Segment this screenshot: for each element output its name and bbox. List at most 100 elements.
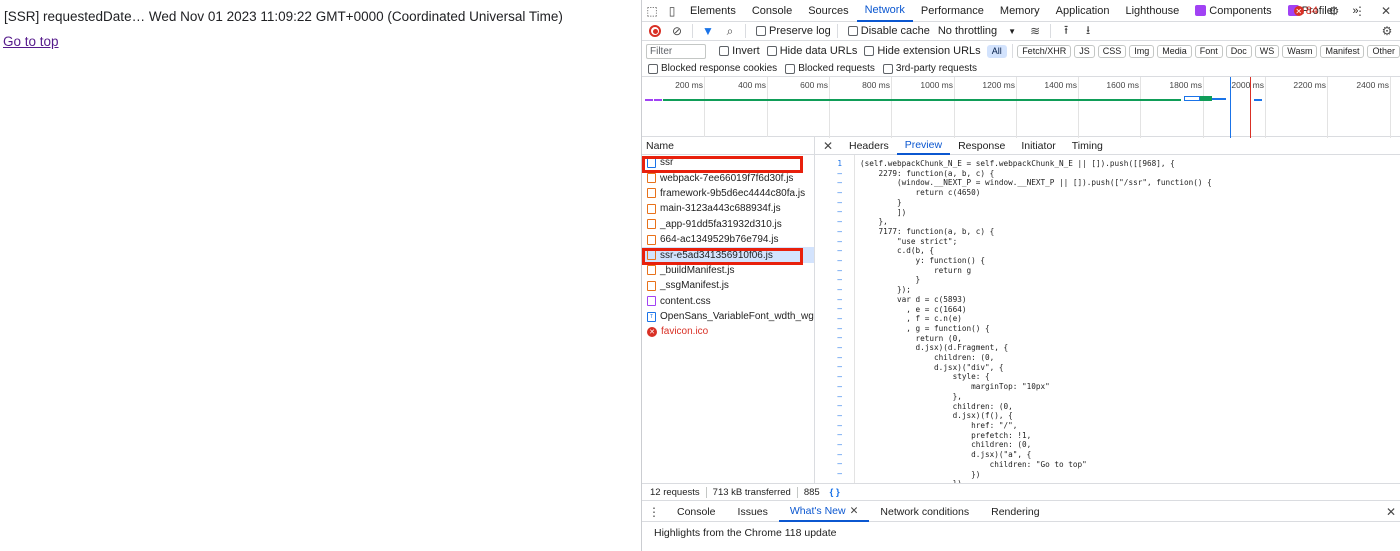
type-filter-css[interactable]: CSS [1097,44,1127,58]
type-filter-js[interactable]: JS [1074,44,1095,58]
line-number: – [837,197,842,207]
code-line: children: (0, [860,440,1032,450]
tab-elements[interactable]: Elements [690,4,736,17]
tab-profiler[interactable]: Profiler [1280,0,1345,22]
blocked-filters-row: Blocked response cookies Blocked request… [642,61,1400,76]
blocked-requests-checkbox[interactable]: Blocked requests [785,63,875,74]
filter-funnel-icon[interactable]: ▼ [702,24,714,38]
type-filter-doc[interactable]: Doc [1225,44,1252,58]
blocked-cookies-checkbox[interactable]: Blocked response cookies [648,63,777,74]
tab-preview[interactable]: Preview [896,137,951,155]
close-tab-icon[interactable]: ✕ [849,504,859,517]
react-components-icon [1195,5,1207,16]
type-filter-fetch-xhr[interactable]: Fetch/XHR [1017,44,1072,58]
code-line: d.jsx)("a", { [860,450,1032,460]
go-to-top-link[interactable]: Go to top [3,34,59,49]
tick-label: 1800 ms [1169,80,1202,90]
request-row[interactable]: ✕favicon.ico [642,324,814,339]
type-filter-manifest[interactable]: Manifest [1320,44,1365,58]
code-line: href: "/", [860,420,1018,430]
tick-label: 600 ms [800,80,828,90]
tab-components-label: Components [1209,4,1272,17]
close-devtools-icon[interactable]: ✕ [1380,4,1392,18]
drawer-tab-rendering[interactable]: Rendering [991,505,1040,518]
request-name: content.css [660,295,711,307]
disable-cache-checkbox[interactable]: Disable cache [847,25,930,37]
network-settings-gear-icon[interactable]: ⚙ [1381,24,1393,38]
pretty-print-icon[interactable]: { } [829,486,840,498]
close-detail-icon[interactable]: ✕ [822,138,834,153]
preserve-log-checkbox[interactable]: Preserve log [756,25,831,37]
error-icon: ✕ [647,326,657,337]
line-number: – [837,343,842,353]
type-filter-ws[interactable]: WS [1254,44,1280,58]
type-filter-img[interactable]: Img [1129,44,1155,58]
tab-lighthouse[interactable]: Lighthouse [1125,4,1180,17]
more-tabs-button[interactable]: » [1352,4,1359,17]
request-row[interactable]: _app-91dd5fa31932d310.js [642,217,814,232]
request-row[interactable]: webpack-7ee66019f7f6d30f.js [642,170,814,185]
tab-console[interactable]: Console [751,4,793,17]
tab-memory[interactable]: Memory [999,4,1040,17]
drawer-tab-whats-new[interactable]: What's New✕ [778,502,870,522]
kebab-menu-icon[interactable]: ⋮ [1354,4,1366,18]
tab-headers[interactable]: Headers [849,139,889,152]
code-line: }); [860,285,911,295]
filter-input[interactable]: Filter [646,43,707,59]
drawer-tab-issues[interactable]: Issues [737,505,768,518]
error-counter[interactable]: ✕ 84 [1293,5,1318,17]
record-icon[interactable] [646,22,664,40]
tick-label: 400 ms [738,80,766,90]
settings-gear-icon[interactable]: ⚙ [1328,4,1340,18]
type-filter-all[interactable]: All [986,44,1007,58]
line-number: – [837,255,842,265]
close-drawer-icon[interactable]: ✕ [1385,504,1396,519]
code-line: }, [860,391,962,401]
code-line: , f = c.n(e) [860,314,962,324]
inspect-element-icon[interactable]: ⬚ [646,3,658,18]
tab-response[interactable]: Response [958,139,1006,152]
tab-components[interactable]: Components [1187,0,1279,22]
tick-label: 1200 ms [982,80,1015,90]
clear-icon[interactable]: ⊘ [671,24,683,38]
type-filter-other[interactable]: Other [1367,44,1400,58]
page-content: [SSR] requestedDate… Wed Nov 01 2023 11:… [0,0,641,551]
name-column-header[interactable]: Name [642,137,814,155]
tick-label: 2200 ms [1293,80,1326,90]
export-har-icon[interactable]: ⭳ [1085,22,1091,37]
request-row[interactable]: framework-9b5d6ec4444c80fa.js [642,186,814,201]
drawer-menu-icon[interactable]: ⋮ [648,504,660,519]
device-toolbar-icon[interactable]: ▯ [668,3,676,18]
tab-network[interactable]: Network [856,0,913,22]
network-conditions-icon[interactable]: ≋ [1030,24,1041,38]
network-overview-timeline[interactable]: 200 ms 400 ms 600 ms 800 ms 1000 ms 1200… [642,76,1400,138]
import-har-icon[interactable]: ⭱ [1063,22,1069,37]
request-row[interactable]: content.css [642,294,814,309]
drawer-tab-network-conditions[interactable]: Network conditions [880,505,970,518]
third-party-checkbox[interactable]: 3rd-party requests [882,63,977,74]
hide-data-urls-checkbox[interactable]: Hide data URLs [766,45,857,57]
type-filter-media[interactable]: Media [1157,44,1192,58]
tab-performance[interactable]: Performance [920,4,984,17]
tab-timing[interactable]: Timing [1071,139,1103,152]
type-filter-wasm[interactable]: Wasm [1282,44,1318,58]
search-icon[interactable]: ⌕ [726,23,734,38]
code-preview[interactable]: 1––––––––––––––––––––––––––––––––– (self… [815,155,1400,483]
invert-checkbox[interactable]: Invert [719,45,760,57]
type-filter-font[interactable]: Font [1194,44,1223,58]
request-row[interactable]: _buildManifest.js [642,263,814,278]
tab-application[interactable]: Application [1055,4,1110,17]
tab-sources[interactable]: Sources [808,4,849,17]
stylesheet-file-icon [647,296,656,307]
request-row[interactable]: _ssgManifest.js [642,278,814,293]
hide-extension-urls-checkbox[interactable]: Hide extension URLs [864,45,981,57]
drawer-tab-console[interactable]: Console [677,505,716,518]
request-row[interactable]: ssr-e5ad341356910f06.js [642,247,814,263]
tab-initiator[interactable]: Initiator [1021,139,1056,152]
request-row[interactable]: main-3123a443c688934f.js [642,201,814,216]
throttling-select[interactable]: No throttling▼ [938,25,1016,37]
request-row[interactable]: TOpenSans_VariableFont_wdth_wght… [642,309,814,324]
line-number: – [837,275,842,285]
request-row[interactable]: 664-ac1349529b76e794.js [642,232,814,247]
